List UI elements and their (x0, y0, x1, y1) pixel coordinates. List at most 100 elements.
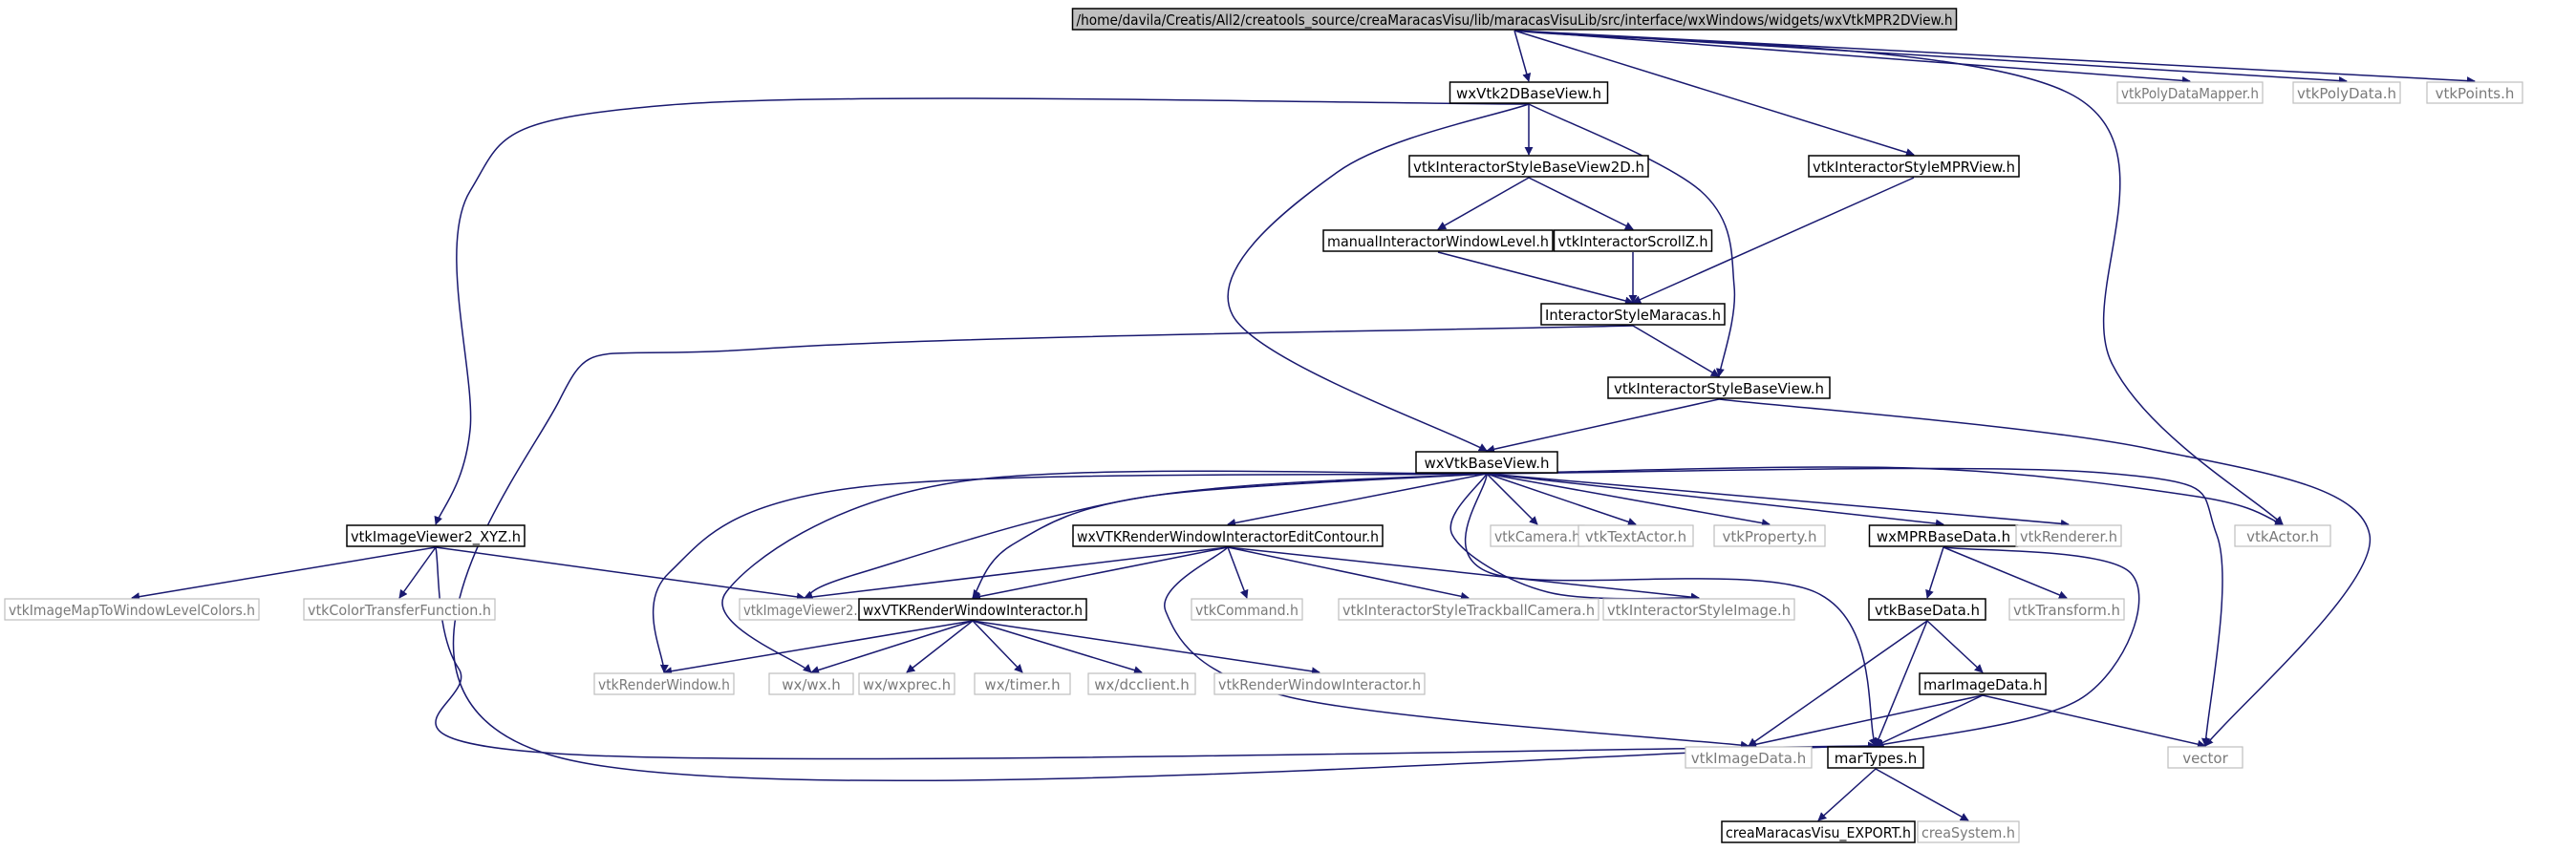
edge-wxVtkBaseView-to-marTypes (1465, 473, 1878, 747)
node-label: vtkPoints.h (2436, 85, 2515, 102)
node-box (1213, 672, 1426, 695)
node-label: vtkImageMapToWindowLevelColors.h (9, 602, 255, 619)
node-wxVtk2DBaseView[interactable]: wxVtk2DBaseView.h (1449, 81, 1609, 104)
edge-wxMPRBaseData-to-vtkTransform (1943, 546, 2068, 600)
node-vtkRenderWindowInteractor: vtkRenderWindowInteractor.h (1213, 672, 1426, 695)
node-box (2426, 81, 2523, 104)
edge-wxVTKRenderWindowInteractorEditContour-to-wxVTKRenderWindowInteractor (972, 546, 1229, 601)
node-marImageData[interactable]: marImageData.h (1919, 672, 2047, 695)
node-box (1685, 746, 1813, 769)
node-creaMaracasVisu_EXPORT[interactable]: creaMaracasVisu_EXPORT.h (1721, 820, 1916, 843)
edge-marImageData-to-vector (1982, 694, 2206, 749)
edge-vtkBaseData-to-vtkImageData (1748, 620, 1928, 747)
edge-wxVTKRenderWindowInteractorEditContour-to-vtkInteractorStyleImage (1227, 546, 1700, 602)
node-box (1408, 155, 1649, 178)
node-wxMPRBaseData[interactable]: wxMPRBaseData.h (1868, 524, 2019, 547)
edge-vtkBaseData-to-marTypes (1874, 620, 1928, 747)
edge-wxVtkBaseView-to-vtkImageViewer2 (804, 473, 1488, 599)
node-box (1449, 81, 1609, 104)
node-label: vtkRenderWindow.h (598, 676, 730, 693)
node-box (1808, 155, 2020, 178)
node-label: vtkCommand.h (1195, 602, 1299, 619)
edge-vtkImageViewer2_XYZ-to-vtkImageMapToWindowLevelColors (131, 546, 437, 602)
node-marTypes[interactable]: marTypes.h (1827, 746, 1924, 769)
node-box (858, 672, 955, 695)
node-wxdcclient: wx/dcclient.h (1087, 672, 1196, 695)
edge-vtkInteractorStyleBaseView-to-wxVtkBaseView (1486, 398, 1720, 454)
edge-wxVTKRenderWindowInteractorEditContour-to-vtkInteractorStyleTrackballCamera (1227, 546, 1470, 601)
node-label: vtkInteractorStyleImage.h (1607, 602, 1791, 619)
edge-root-to-wxVtk2DBaseView (1513, 30, 1532, 82)
edge-wxVTKRenderWindowInteractor-to-wxwxprec (906, 620, 974, 673)
node-vtkProperty: vtkProperty.h (1713, 524, 1826, 547)
node-box (858, 598, 1087, 621)
node-label: manualInteractorWindowLevel.h (1327, 233, 1549, 250)
edge-vtkImageViewer2_XYZ-to-vtkColorTransferFunction (398, 546, 437, 599)
node-box (974, 672, 1071, 695)
edge-wxVTKRenderWindowInteractorEditContour-to-vtkCommand (1227, 546, 1249, 599)
node-wxVTKRenderWindowInteractorEditContour[interactable]: wxVTKRenderWindowInteractorEditContour.h (1072, 524, 1384, 547)
node-label: vtkInteractorStyleBaseView2D.h (1413, 159, 1644, 176)
node-label: vtkImageViewer2_XYZ.h (351, 528, 521, 546)
node-label: vtkInteractorStyleBaseView.h (1614, 380, 1824, 397)
node-box (2234, 524, 2331, 547)
node-label: wxVtk2DBaseView.h (1456, 85, 1601, 102)
edge-wxVTKRenderWindowInteractorEditContour-to-vtkImageViewer2 (804, 546, 1229, 602)
node-vtkPolyDataMapper: vtkPolyDataMapper.h (2116, 81, 2264, 104)
node-label: wx/dcclient.h (1094, 676, 1189, 693)
node-label: vtkInteractorScrollZ.h (1558, 233, 1708, 250)
edge-InteractorStyleMaracas-to-marTypes (452, 325, 1877, 782)
node-vtkInteractorStyleTrackballCamera: vtkInteractorStyleTrackballCamera.h (1338, 598, 1599, 621)
edges-layer (131, 30, 2476, 821)
node-creaSystem: creaSystem.h (1917, 820, 2020, 843)
node-vtkInteractorScrollZ[interactable]: vtkInteractorScrollZ.h (1553, 229, 1713, 252)
node-label: wxVTKRenderWindowInteractorEditContour.h (1077, 528, 1379, 545)
node-box (1071, 8, 1958, 31)
node-box (2292, 81, 2401, 104)
edge-vtkInteractorStyleBaseView2D-to-manualInteractorWindowLevel (1437, 177, 1530, 230)
node-vtkRenderWindow: vtkRenderWindow.h (593, 672, 735, 695)
node-manualInteractorWindowLevel[interactable]: manualInteractorWindowLevel.h (1322, 229, 1554, 252)
node-box (1191, 598, 1303, 621)
node-root[interactable]: /home/davila/Creatis/All2/creatools_sour… (1071, 8, 1958, 31)
edge-wxVtkBaseView-to-vector (1486, 467, 2223, 747)
node-box (1602, 598, 1795, 621)
edge-wxVtkBaseView-to-vtkRenderer (1486, 473, 2070, 528)
edge-marImageData-to-marTypes (1875, 694, 1984, 747)
edge-root-to-vtkActor (1513, 30, 2284, 525)
edge-root-to-vtkPoints (1513, 30, 2476, 86)
node-vtkInteractorStyleBaseView[interactable]: vtkInteractorStyleBaseView.h (1607, 376, 1831, 399)
node-wxVTKRenderWindowInteractor[interactable]: wxVTKRenderWindowInteractor.h (858, 598, 1087, 621)
node-vtkInteractorStyleMPRView[interactable]: vtkInteractorStyleMPRView.h (1808, 155, 2020, 178)
edge-wxVTKRenderWindowInteractor-to-wxwx (810, 620, 974, 674)
node-box (2167, 746, 2243, 769)
node-vtkColorTransferFunction: vtkColorTransferFunction.h (303, 598, 496, 621)
node-vtkPolyData: vtkPolyData.h (2292, 81, 2401, 104)
edge-wxVtkBaseView-to-vtkProperty (1486, 473, 1771, 528)
node-label: vtkPolyData.h (2297, 85, 2396, 102)
node-vtkImageViewer2_XYZ[interactable]: vtkImageViewer2_XYZ.h (346, 524, 526, 547)
node-label: vtkBaseData.h (1875, 602, 1980, 619)
node-box (1322, 229, 1554, 252)
node-wxVtkBaseView[interactable]: wxVtkBaseView.h (1415, 451, 1558, 474)
edge-wxVtkBaseView-to-vtkActor (1486, 466, 2284, 526)
node-box (1713, 524, 1826, 547)
edge-InteractorStyleMaracas-to-vtkInteractorStyleBaseView (1632, 325, 1720, 377)
node-vtkImageViewer2: vtkImageViewer2.h (739, 598, 870, 621)
node-label: vtkRenderWindowInteractor.h (1218, 676, 1421, 693)
nodes-layer: /home/davila/Creatis/All2/creatools_sour… (4, 8, 2523, 843)
edge-root-to-vtkInteractorStyleMPRView (1513, 30, 1915, 157)
node-label: InteractorStyleMaracas.h (1545, 307, 1721, 324)
node-box (1553, 229, 1713, 252)
node-vector: vector (2167, 746, 2243, 769)
node-box (593, 672, 735, 695)
node-box (1578, 524, 1694, 547)
node-vtkBaseData[interactable]: vtkBaseData.h (1868, 598, 1986, 621)
node-label: vtkColorTransferFunction.h (308, 602, 491, 619)
node-InteractorStyleMaracas[interactable]: InteractorStyleMaracas.h (1540, 303, 1726, 326)
edge-wxVTKRenderWindowInteractor-to-wxdcclient (972, 620, 1143, 674)
node-box (1540, 303, 1726, 326)
node-vtkInteractorStyleBaseView2D[interactable]: vtkInteractorStyleBaseView2D.h (1408, 155, 1649, 178)
edge-wxVTKRenderWindowInteractor-to-wxtimer (972, 620, 1023, 673)
node-vtkImageMapToWindowLevelColors: vtkImageMapToWindowLevelColors.h (4, 598, 260, 621)
